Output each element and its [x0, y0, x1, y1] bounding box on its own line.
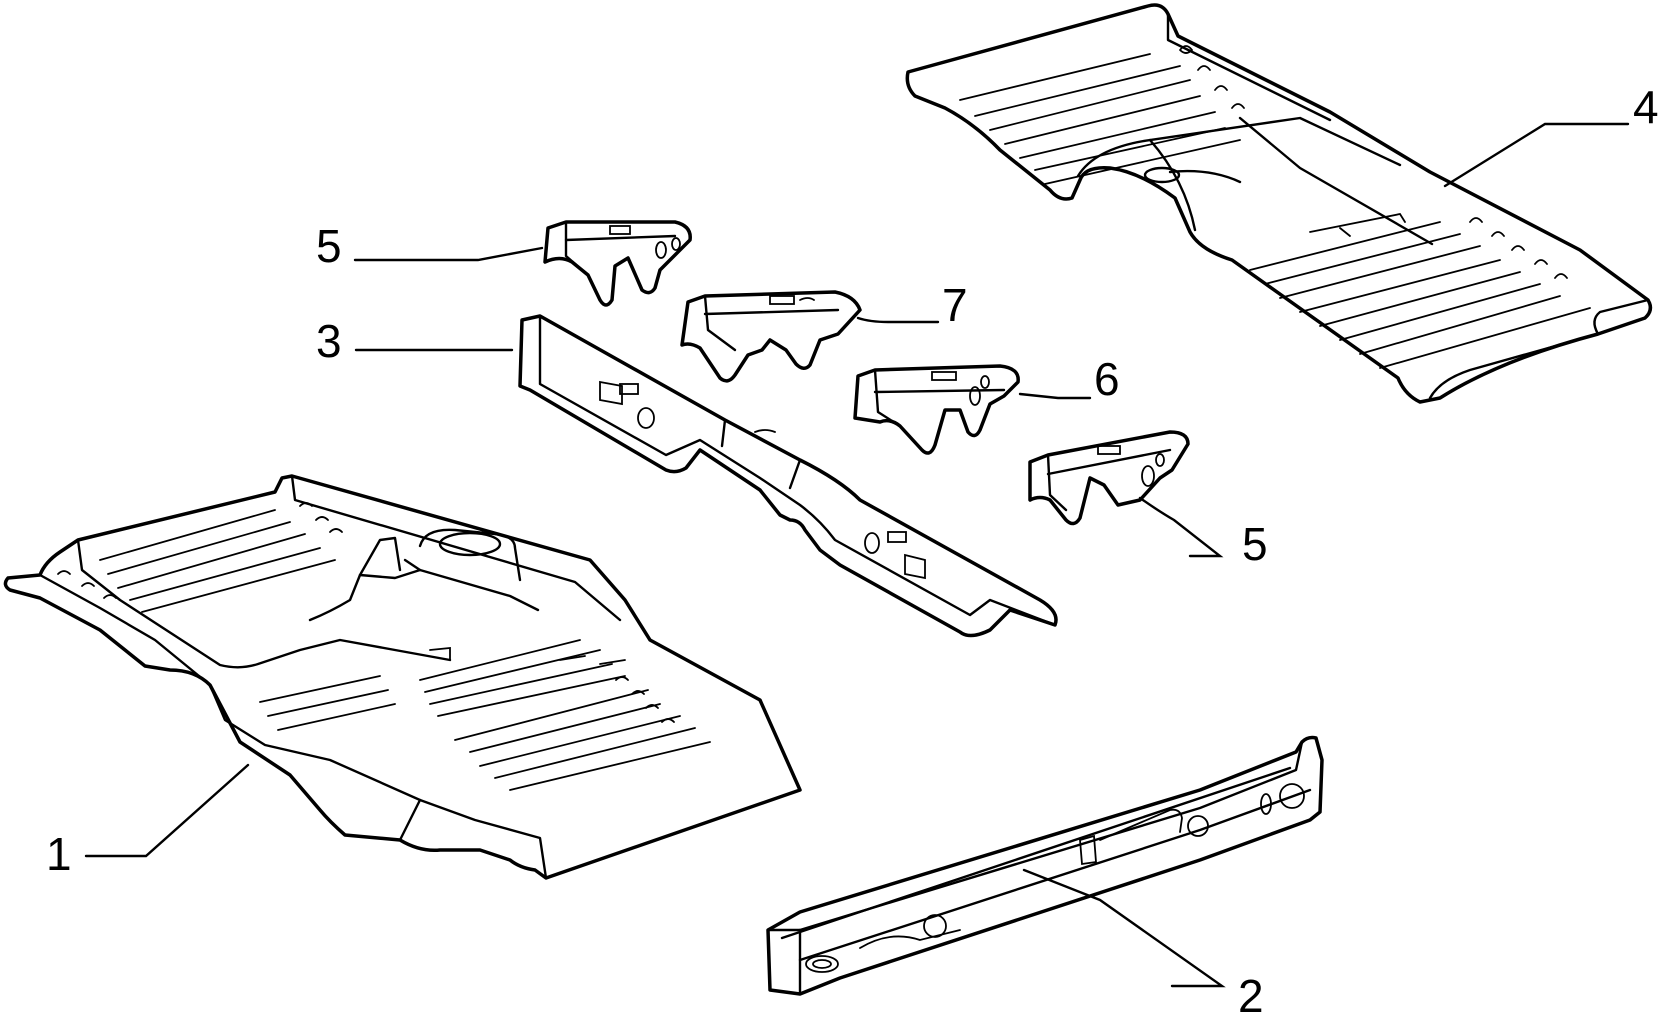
callout-5-upper: 5 — [316, 220, 342, 272]
part-2-side-member[interactable] — [766, 735, 1324, 996]
callout-3: 3 — [316, 315, 342, 367]
leader-5b — [1138, 496, 1224, 558]
leader-1 — [84, 763, 250, 858]
leader-6 — [1018, 392, 1092, 400]
part-1-front-floor-panel[interactable] — [3, 474, 802, 880]
leader-4 — [1443, 122, 1630, 188]
part-5-bracket-lower[interactable] — [1028, 430, 1190, 526]
leader-7 — [856, 316, 940, 324]
part-6-bracket[interactable] — [853, 364, 1020, 455]
leader-5a — [353, 246, 544, 262]
part-7-bracket[interactable] — [680, 290, 862, 383]
part-3-cross-member[interactable] — [518, 314, 1058, 638]
leader-lines — [84, 122, 1630, 988]
callout-7: 7 — [942, 279, 968, 331]
callout-4: 4 — [1633, 81, 1659, 133]
callout-2: 2 — [1238, 970, 1264, 1016]
leader-2 — [1022, 868, 1226, 988]
part-5-bracket-upper[interactable] — [543, 220, 692, 307]
callout-1: 1 — [46, 828, 72, 880]
callout-6: 6 — [1094, 353, 1120, 405]
callout-5-lower: 5 — [1242, 518, 1268, 570]
callout-labels: 1 2 3 4 5 5 6 7 — [46, 81, 1659, 1016]
part-4-rear-floor-panel[interactable] — [905, 3, 1653, 404]
